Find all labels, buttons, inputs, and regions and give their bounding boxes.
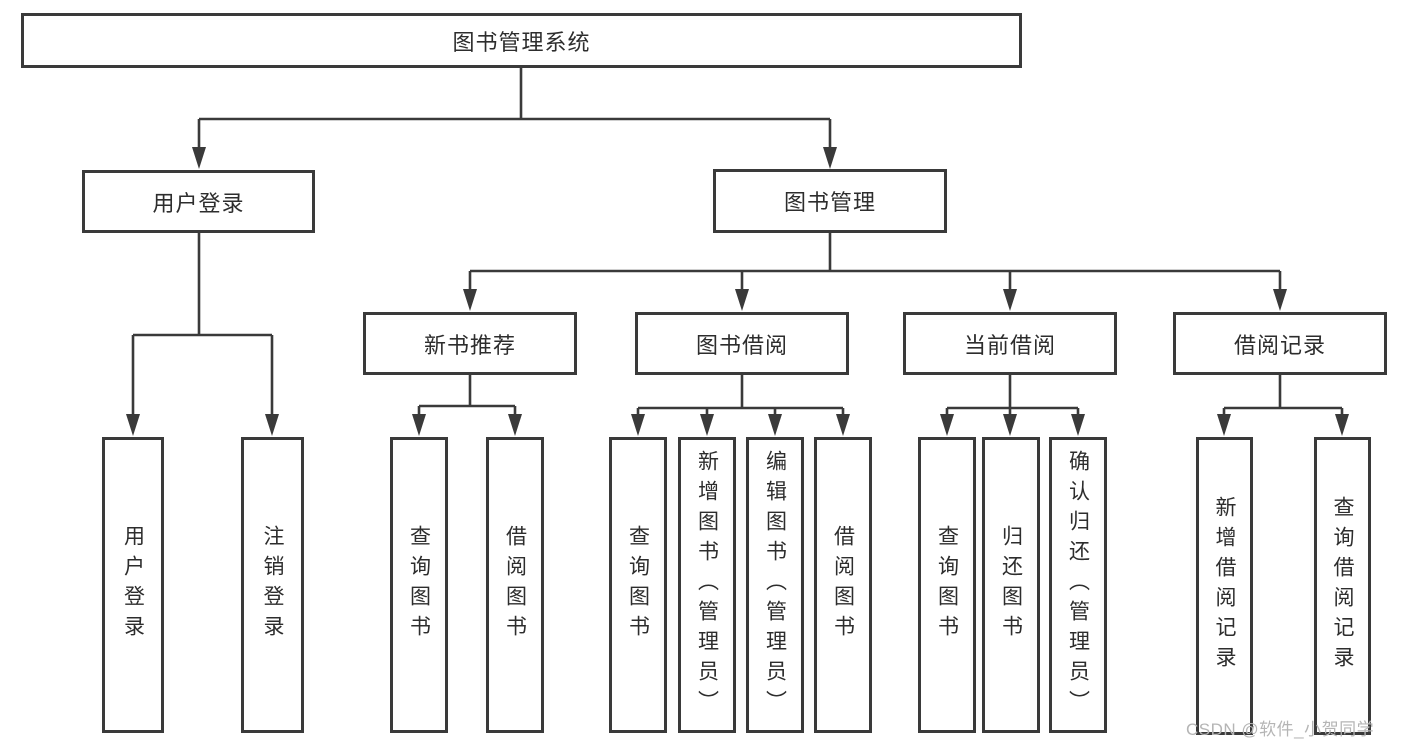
- leaf-edit-book-admin: 编辑图书（管理员）: [746, 437, 804, 733]
- leaf-borrow-book-2: 借阅图书: [814, 437, 872, 733]
- node-new-book-recommend: 新书推荐: [363, 312, 577, 375]
- leaf-logout: 注销登录: [241, 437, 304, 733]
- node-current-borrow: 当前借阅: [903, 312, 1117, 375]
- leaf-add-book-admin: 新增图书（管理员）: [678, 437, 736, 733]
- leaf-return-book: 归还图书: [982, 437, 1040, 733]
- csdn-watermark: CSDN @软件_小贺同学: [1186, 720, 1375, 739]
- leaf-query-book-3: 查询图书: [918, 437, 976, 733]
- leaf-query-book-1: 查询图书: [390, 437, 448, 733]
- leaf-query-book-2: 查询图书: [609, 437, 667, 733]
- node-book-management: 图书管理: [713, 169, 947, 233]
- leaf-add-borrow-record: 新增借阅记录: [1196, 437, 1253, 735]
- leaf-borrow-book-1: 借阅图书: [486, 437, 544, 733]
- node-root-library-system: 图书管理系统: [21, 13, 1022, 68]
- node-borrow-record: 借阅记录: [1173, 312, 1387, 375]
- leaf-confirm-return-admin: 确认归还（管理员）: [1049, 437, 1107, 733]
- leaf-query-borrow-record: 查询借阅记录: [1314, 437, 1371, 735]
- arrowhead-path: [126, 147, 1349, 436]
- node-user-login: 用户登录: [82, 170, 315, 233]
- node-book-borrow: 图书借阅: [635, 312, 849, 375]
- leaf-user-login: 用户登录: [102, 437, 164, 733]
- connector-stroke-path: [131, 68, 1344, 416]
